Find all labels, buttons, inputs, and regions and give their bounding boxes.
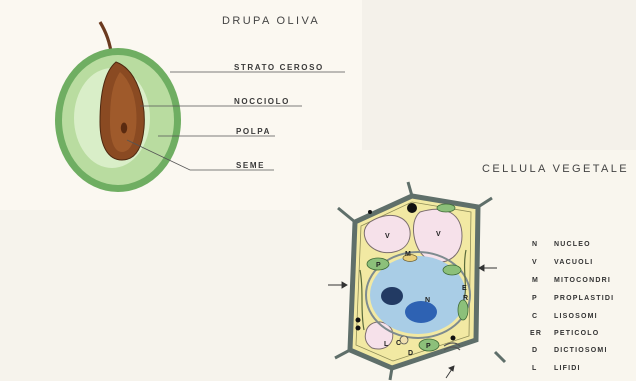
- nucleolus: [405, 301, 437, 323]
- legend-term: LIFIDI: [554, 365, 581, 372]
- olive-title: DRUPA OLIVA: [222, 15, 320, 27]
- legend-term: PROPLASTIDI: [554, 295, 614, 302]
- lipid-droplet-3: [356, 326, 361, 331]
- legend-abbr: N: [532, 241, 538, 248]
- legend-item: ER PETICOLO: [530, 330, 599, 337]
- legend-abbr: L: [532, 365, 537, 372]
- vacuole-2-mark: V: [436, 231, 441, 238]
- lipid-mark: L: [384, 341, 389, 348]
- scan-shade-left: [0, 210, 300, 381]
- chromatin-blob: [381, 287, 403, 305]
- label-pulp: POLPA: [236, 127, 271, 136]
- legend-term: MITOCONDRI: [554, 277, 611, 284]
- legend-abbr: M: [532, 277, 539, 284]
- label-pit: NOCCIOLO: [234, 97, 290, 106]
- lipid-droplet-2: [356, 318, 361, 323]
- nucleus-mark: N: [425, 297, 430, 304]
- er-mark-e: E: [462, 285, 467, 292]
- chloroplast-upper: [443, 265, 461, 275]
- cell-title: CELLULA VEGETALE: [482, 163, 629, 175]
- legend-abbr: V: [532, 259, 538, 266]
- er-mark-r: R: [463, 295, 468, 302]
- dictyosome-mark: D: [408, 350, 413, 357]
- legend-abbr: ER: [530, 330, 542, 337]
- olive-seed: [121, 123, 127, 134]
- legend-abbr: C: [532, 313, 538, 320]
- legend-term: LISOSOMI: [554, 313, 598, 320]
- legend-abbr: D: [532, 347, 538, 354]
- lipid-droplet-1: [407, 203, 417, 213]
- legend-abbr: P: [532, 295, 538, 302]
- legend-term: VACUOLI: [554, 259, 593, 266]
- proplastid-2-mark: P: [426, 343, 431, 350]
- lysosome-mark: C: [396, 340, 401, 347]
- legend-term: DICTIOSOMI: [554, 347, 608, 354]
- label-seed: SEME: [236, 161, 265, 170]
- mitochondrion-mark: M: [405, 251, 411, 258]
- chloroplast-right: [458, 300, 468, 320]
- scan-shade-right: [362, 0, 636, 150]
- legend-term: PETICOLO: [554, 330, 599, 337]
- vacuole-1-mark: V: [385, 233, 390, 240]
- label-waxy-layer: STRATO CEROSO: [234, 63, 324, 72]
- legend-term: NUCLEO: [554, 241, 591, 248]
- lysosome: [400, 336, 408, 344]
- lipid-droplet-5: [368, 210, 372, 214]
- chloroplast-top: [437, 204, 455, 212]
- lipid-droplet-4: [451, 336, 456, 341]
- proplastid-1-mark: P: [376, 262, 381, 269]
- vacuole-3: [365, 322, 393, 349]
